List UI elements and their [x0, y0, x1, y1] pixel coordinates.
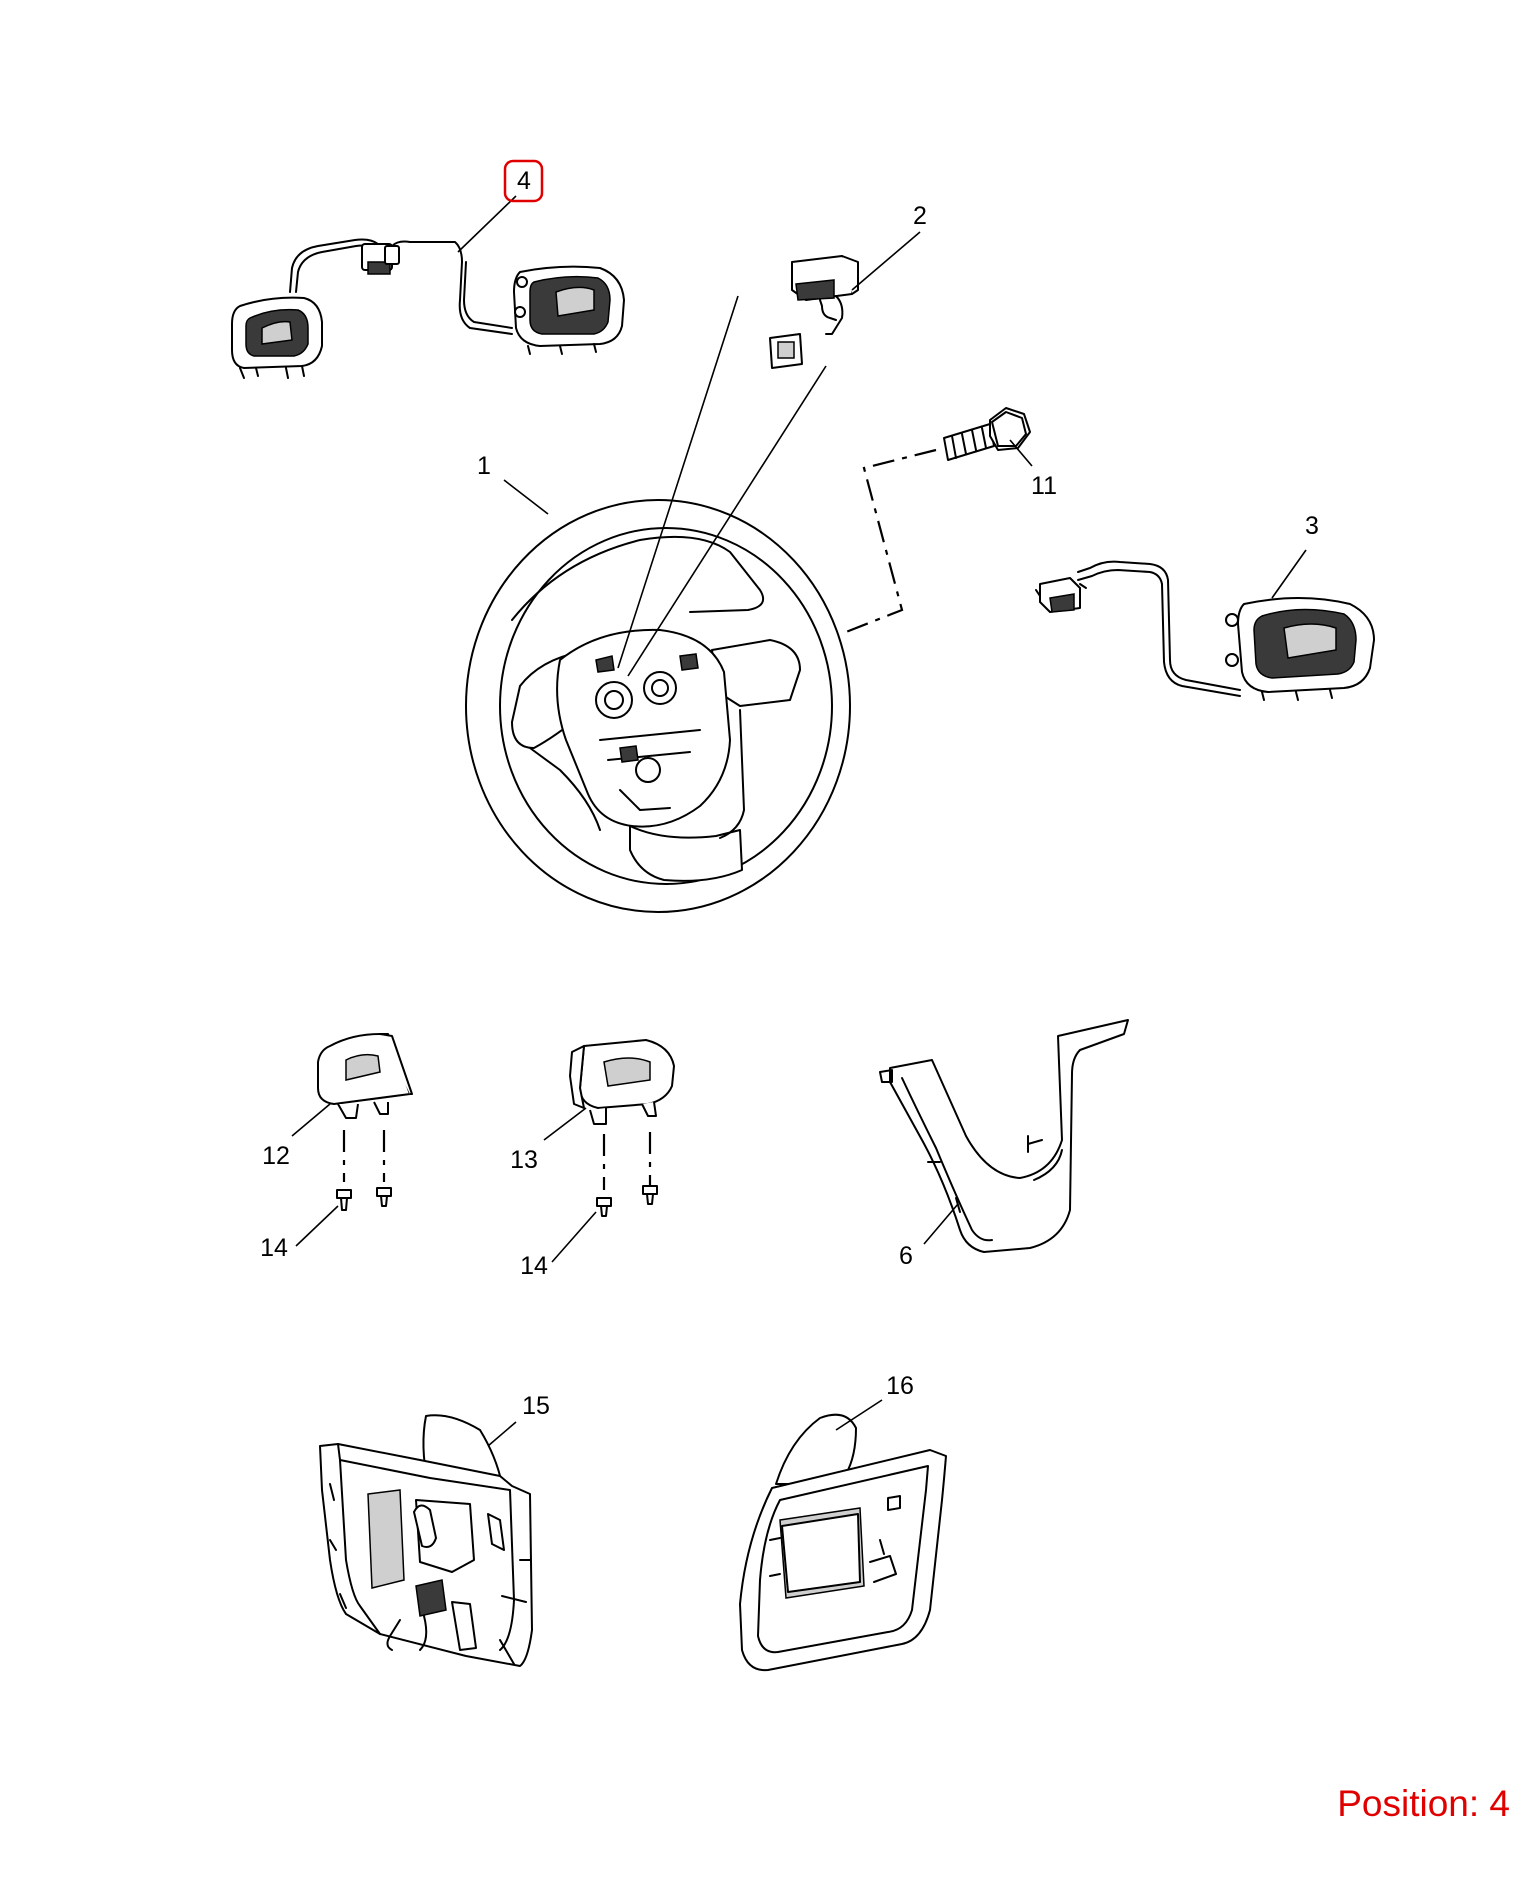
callout-14-left: 14: [260, 1234, 288, 1262]
part-3-switch-pad: [1225, 597, 1375, 701]
callout-14-right: 14: [520, 1252, 548, 1280]
part-12-screws: [342, 1130, 386, 1182]
part-11-bolt[interactable]: [943, 407, 1031, 461]
callout-labels: 4 2 1 11 3 12 13 14 14 6 15 16: [260, 159, 1319, 1420]
part-6-lower-bezel[interactable]: [879, 1019, 1129, 1253]
callout-6: 6: [899, 1242, 913, 1270]
callout-4: 4: [517, 167, 531, 195]
position-label: Position: 4: [1337, 1783, 1510, 1824]
part-14-screw-right-a[interactable]: [596, 1197, 612, 1217]
bolt-path-line: [845, 448, 937, 634]
part-12-switch-bezel[interactable]: [317, 1033, 413, 1119]
part-4-left-switch: [231, 296, 323, 379]
part-1-steering-wheel[interactable]: [465, 499, 851, 913]
callout-3: 3: [1305, 512, 1319, 540]
part-2-connector[interactable]: [769, 255, 859, 369]
callout-13: 13: [510, 1146, 538, 1174]
leader-lines: [291, 195, 1307, 1447]
part-13-switch-bezel[interactable]: [569, 1039, 675, 1125]
callout-11: 11: [1031, 472, 1057, 500]
part-4-connector: [361, 243, 400, 275]
part-14-screw-left-a[interactable]: [336, 1189, 352, 1211]
callout-16: 16: [886, 1372, 914, 1400]
part-14-screw-left-b[interactable]: [376, 1187, 392, 1207]
part-14-screw-right-b[interactable]: [642, 1185, 658, 1205]
part-15-switch-housing[interactable]: [319, 1414, 533, 1667]
part-16-switch-housing[interactable]: [739, 1413, 947, 1672]
part-3-switch-harness[interactable]: [1035, 560, 1375, 701]
callout-2: 2: [913, 202, 927, 230]
callout-1: 1: [477, 452, 491, 480]
callout-15: 15: [522, 1392, 550, 1420]
callout-12: 12: [262, 1142, 290, 1170]
part-13-screws: [602, 1132, 652, 1190]
part-4-switch-harness[interactable]: [231, 238, 625, 379]
callout-4-highlight: [503, 159, 544, 203]
part-4-right-switch: [513, 265, 625, 355]
part-3-connector: [1035, 577, 1087, 613]
